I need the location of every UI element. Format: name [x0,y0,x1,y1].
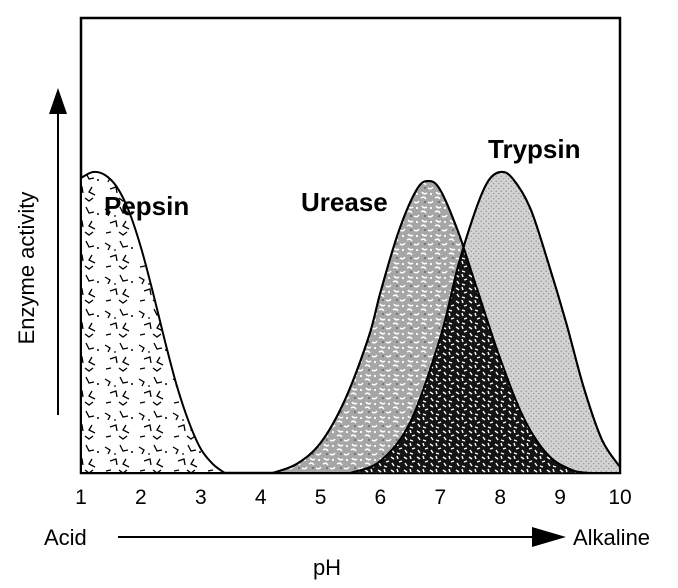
x-axis-left-label: Acid [44,525,87,550]
x-tick-label-9: 9 [554,486,566,509]
x-tick-label-10: 10 [608,486,631,509]
series-label-trypsin: Trypsin [488,134,580,164]
x-tick-label-7: 7 [434,486,446,509]
x-axis-right-label: Alkaline [573,525,650,550]
x-tick-label-8: 8 [494,486,506,509]
x-axis-label: pH [313,555,341,580]
x-axis-arrow [118,527,566,547]
series-outline-trypsin [350,170,621,474]
series-label-pepsin: Pepsin [104,191,189,221]
series-label-urease: Urease [301,187,388,217]
x-tick-label-2: 2 [135,486,147,509]
x-tick-label-6: 6 [375,486,387,509]
y-axis-arrow [49,88,67,415]
x-tick-label-3: 3 [195,486,207,509]
x-tick-label-1: 1 [75,486,87,509]
series-areas [80,170,621,474]
series-outline-urease [272,179,591,474]
y-axis-label: Enzyme activity [14,192,39,345]
series-area-pepsin [80,170,228,474]
x-tick-label-5: 5 [315,486,327,509]
x-tick-label-4: 4 [255,486,267,509]
x-tick-labels: 1 2 3 4 5 6 7 8 9 10 [75,486,632,509]
